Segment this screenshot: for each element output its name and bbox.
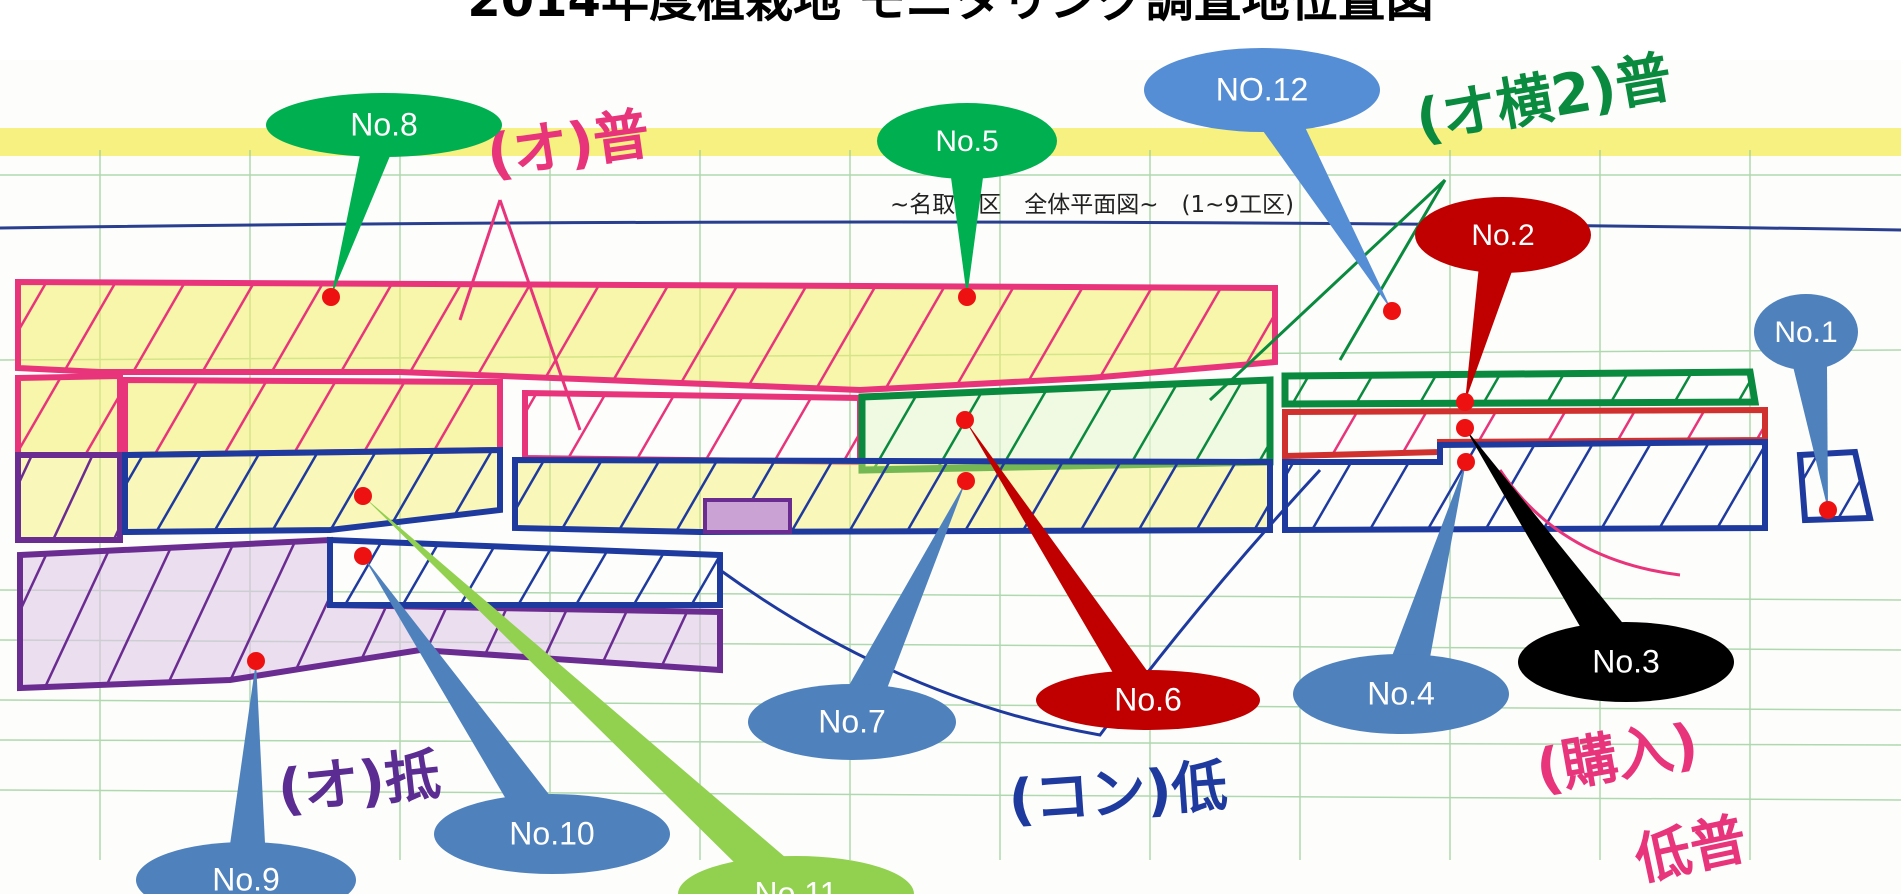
callout-tail (946, 141, 988, 297)
callout-tail (965, 420, 1162, 710)
page-title: 2014年度植栽地 モニタリング調査地位置図 (467, 0, 1434, 28)
callout-bubble (678, 856, 914, 894)
map-header: ~名取地区 全体平面図~ (1~9工区) (890, 192, 1294, 218)
label-kon-low: (コン)低 (1006, 754, 1229, 834)
survey-point-marker (958, 288, 976, 306)
callout-bubble (1036, 670, 1260, 730)
zone-blue (15, 438, 1874, 543)
callout-label: No.5 (935, 125, 998, 158)
zone-pink-top (15, 278, 1278, 394)
callout-tail (363, 556, 571, 847)
survey-point-marker (247, 652, 265, 670)
callout-tail (363, 496, 811, 894)
callout-label: NO.12 (1216, 71, 1308, 107)
survey-point-marker (1457, 453, 1475, 471)
survey-point-marker (1456, 419, 1474, 437)
callout-label: No.2 (1471, 219, 1534, 252)
callout-label: No.11 (754, 875, 837, 894)
callout-label: No.4 (1367, 675, 1435, 711)
survey-point-marker (1383, 302, 1401, 320)
road-line (0, 220, 1901, 232)
callout-label: No.3 (1592, 643, 1660, 679)
callout-tail (1465, 230, 1524, 402)
callout-no-8: No.8 (266, 93, 502, 306)
survey-point-marker (354, 547, 372, 565)
callout-tail (1465, 428, 1645, 675)
survey-point-marker (1819, 501, 1837, 519)
callout-no-3: No.3 (1456, 419, 1734, 702)
callout-label: No.6 (1114, 681, 1182, 717)
callout-bubble (748, 684, 956, 760)
callout-bubble (1415, 197, 1591, 273)
survey-point-marker (354, 487, 372, 505)
callout-no-5: No.5 (877, 103, 1057, 306)
callout-bubble (266, 93, 502, 157)
callout-no-11: No.11 (354, 487, 914, 894)
callout-bubble (1754, 294, 1858, 370)
callout-label: No.8 (350, 106, 418, 142)
callout-label: No.1 (1774, 316, 1837, 349)
callout-no-10: No.10 (354, 547, 670, 874)
callout-bubble (1518, 622, 1734, 702)
callout-tail (225, 661, 267, 881)
zone-purple (17, 536, 723, 692)
callout-tail (331, 119, 401, 297)
callout-bubble (1293, 654, 1509, 734)
survey-point-marker (957, 472, 975, 490)
callout-label: No.10 (509, 815, 594, 851)
callouts: No.1 No.2No.3No.4 No.5No.6No.7 No.8No.9 No.1… (136, 48, 1858, 894)
callout-bubble (877, 103, 1057, 179)
callout-no-2: No.2 (1415, 197, 1591, 411)
survey-point-marker (322, 288, 340, 306)
callout-no-7: No.7 (748, 472, 975, 760)
callout-tail (833, 481, 966, 731)
callout-tail (1785, 329, 1828, 510)
callout-no-6: No.6 (956, 411, 1260, 730)
zone-green-middle (858, 376, 1274, 474)
callout-bubble (136, 842, 356, 894)
callout-no-1: No.1 (1754, 294, 1858, 519)
zone-green-right (1281, 368, 1760, 408)
survey-point-marker (956, 411, 974, 429)
callout-bubble (1144, 48, 1380, 132)
callout-tail (1379, 462, 1466, 700)
survey-point-marker (1456, 393, 1474, 411)
callout-no-12: NO.12 (1144, 48, 1401, 320)
callout-no-9: No.9 (136, 652, 356, 894)
callout-bubble (434, 794, 670, 874)
callout-no-4: No.4 (1293, 453, 1509, 734)
callout-label: No.7 (818, 703, 886, 739)
callout-tail (1242, 78, 1392, 311)
callout-label: No.9 (212, 861, 280, 894)
zone-pink-middle (15, 372, 863, 466)
